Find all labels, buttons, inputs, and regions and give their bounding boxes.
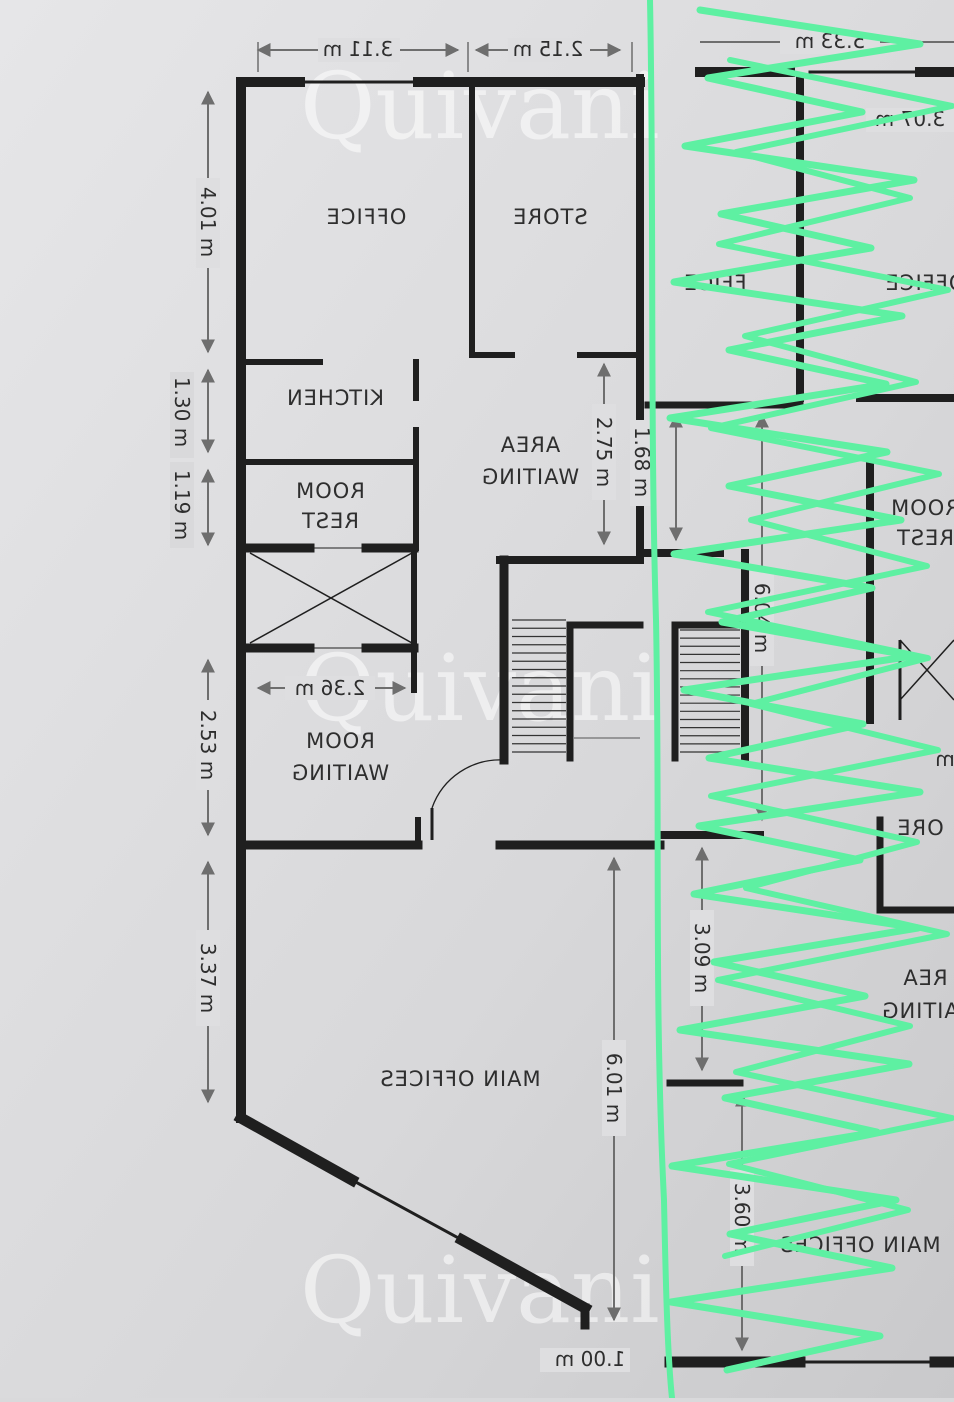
dim-bg-office-width bbox=[318, 38, 400, 62]
room-label-rest-line1: ROOM bbox=[295, 479, 365, 503]
dim-label-main-offices-depth: 6.01 m bbox=[602, 1053, 626, 1123]
lift-cross-2 bbox=[249, 552, 413, 644]
entrance-door bbox=[430, 759, 505, 840]
scribble-boundary-line bbox=[647, 0, 675, 1401]
lift-shaft bbox=[249, 547, 413, 649]
dim-label-right-waiting: 3.09 m bbox=[690, 923, 714, 993]
right-label-rest: REST bbox=[896, 526, 954, 550]
room-label-waiting-room-line2: WAITING bbox=[291, 761, 389, 785]
stairs-left bbox=[512, 619, 566, 753]
dim-bg-main-offices-depth bbox=[602, 1040, 626, 1136]
dim-label-waiting-room-width: 2.36 m bbox=[295, 676, 365, 700]
scribble-zigzag bbox=[666, 6, 924, 1374]
dim-bg-rest-height bbox=[170, 462, 194, 548]
dim-label-kitchen-height: 1.30 m bbox=[170, 377, 194, 447]
dim-label-rest-height: 1.19 m bbox=[170, 470, 194, 540]
room-label-waiting-room-line1: ROOM bbox=[305, 729, 375, 753]
room-labels: OFFICE STORE KITCHEN ROOM REST AREA WAIT… bbox=[286, 205, 588, 1091]
dim-bg-kitchen-height bbox=[170, 372, 194, 458]
dim-bg-bottom-width bbox=[540, 1348, 630, 1372]
dim-bg-right-waiting bbox=[690, 910, 714, 1006]
right-label-dim-partial: m bbox=[935, 747, 954, 771]
dim-label-bottom-width: 1.00 m bbox=[555, 1347, 625, 1371]
watermark-top: Quivani bbox=[300, 53, 660, 160]
room-label-main-offices: MAIN OFFICES bbox=[379, 1067, 540, 1091]
dim-bg-waiting-room-width bbox=[285, 676, 375, 700]
diagonal-wall-1 bbox=[233, 1110, 360, 1188]
dim-label-waiting-area-height: 2.75 m bbox=[592, 417, 616, 487]
door-swing-arc bbox=[431, 759, 505, 809]
stairs-right bbox=[680, 629, 740, 753]
diagonal-wall-2 bbox=[454, 1232, 593, 1316]
right-label-store-partial: ORE bbox=[896, 816, 943, 840]
dim-label-office-width: 3.11 m bbox=[323, 37, 393, 61]
room-label-waiting-area-line1: AREA bbox=[500, 433, 561, 457]
room-label-kitchen: KITCHEN bbox=[286, 386, 384, 410]
green-scribble-redaction bbox=[647, 0, 954, 1401]
dim-label-office-height: 4.01 m bbox=[196, 187, 220, 257]
dim-label-store-width: 2.15 m bbox=[513, 37, 583, 61]
dim-label-waiting-room-height: 2.53 m bbox=[196, 710, 220, 780]
room-label-rest-line2: REST bbox=[301, 509, 359, 533]
diagonal-window bbox=[349, 1177, 465, 1243]
right-fragment-labels: FFICE OFFICE ROOM REST ORE REA AITING MA… bbox=[683, 271, 954, 1257]
dim-bg-waiting-room-height bbox=[196, 700, 220, 790]
dim-label-right-main: 3.60 m bbox=[730, 1183, 754, 1253]
right-lift-cross-2 bbox=[899, 639, 954, 701]
room-label-store: STORE bbox=[512, 205, 588, 229]
right-label-area-partial: REA bbox=[902, 966, 947, 990]
dim-bg-store-width bbox=[508, 38, 590, 62]
dim-bg-main-offices-height bbox=[196, 930, 220, 1026]
dim-bg-waiting-area-height bbox=[592, 404, 616, 500]
dimension-labels: 3.11 m 2.15 m 5.33 m 3.07 m 4.01 m 1.30 … bbox=[170, 29, 954, 1372]
walls bbox=[233, 67, 954, 1368]
room-label-office: OFFICE bbox=[326, 205, 407, 229]
dim-label-main-offices-height: 3.37 m bbox=[196, 943, 220, 1013]
room-label-waiting-area-line2: WAITING bbox=[481, 465, 579, 489]
right-label-room: ROOM bbox=[890, 496, 954, 520]
scribble-zigzag-secondary bbox=[705, 57, 954, 1259]
dim-bg-office-height bbox=[196, 178, 220, 268]
